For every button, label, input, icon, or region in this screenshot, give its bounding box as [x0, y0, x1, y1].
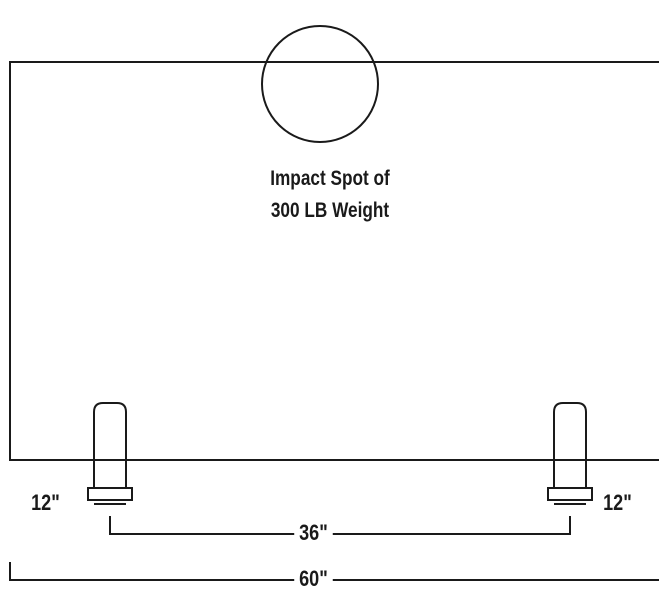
impact-spot-label-line1: Impact Spot of: [270, 167, 390, 190]
overall-width-dimension-label: 60": [294, 568, 333, 590]
left-post: [93, 402, 127, 488]
right-post: [553, 402, 587, 488]
panel-outline: [9, 61, 659, 461]
impact-spot-circle: [261, 25, 379, 143]
post-spacing-dimension-line: [109, 516, 571, 535]
post-spacing-dimension-label: 36": [294, 522, 333, 544]
right-post-base: [547, 487, 593, 501]
right-offset-dimension-label: 12": [603, 490, 632, 515]
impact-spot-label-line2: 300 LB Weight: [270, 199, 390, 222]
overall-width-dimension-line: [9, 562, 659, 581]
left-offset-dimension-label: 12": [31, 490, 60, 515]
left-post-base: [87, 487, 133, 501]
